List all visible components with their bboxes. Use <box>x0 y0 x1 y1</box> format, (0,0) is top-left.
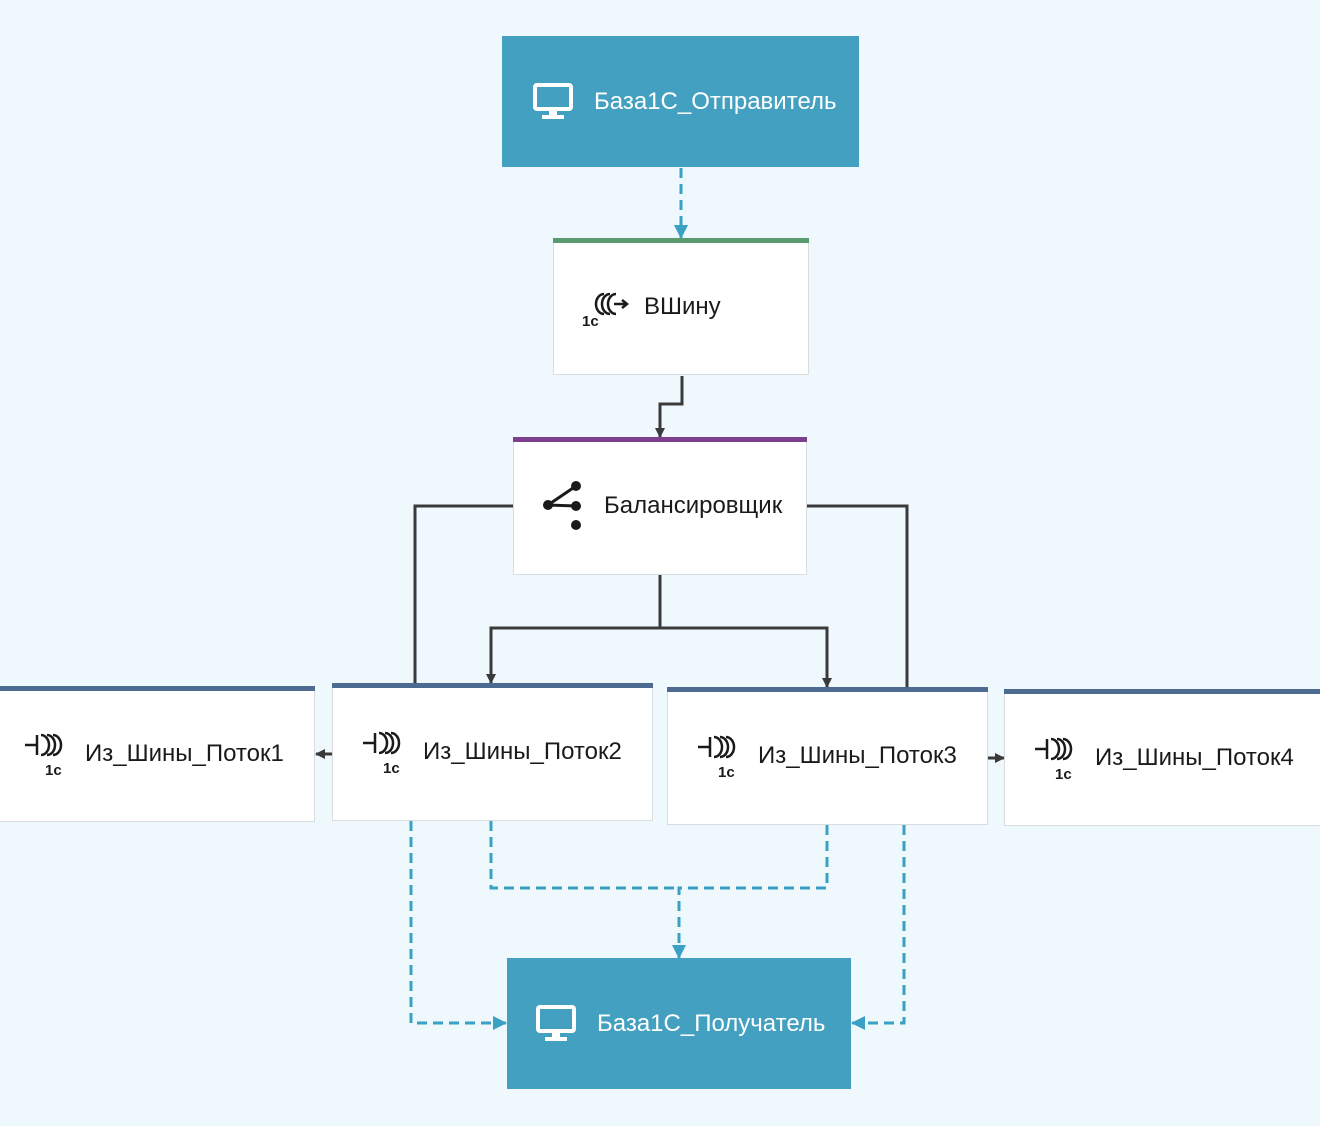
node-receiver[interactable]: База1С_Получатель <box>507 958 851 1089</box>
node-balancer[interactable]: Балансировщик <box>513 437 807 575</box>
node-label: Из_Шины_Поток1 <box>85 740 284 767</box>
edge-balancer-stream4 <box>807 504 909 688</box>
monitor-icon <box>535 1003 577 1045</box>
svg-text:1c: 1c <box>45 762 62 777</box>
node-label: База1С_Отправитель <box>594 87 837 115</box>
balancer-icon <box>542 477 588 535</box>
node-label: Из_Шины_Поток2 <box>423 738 622 765</box>
edge-balancer-stream2 <box>486 575 662 684</box>
svg-text:1c: 1c <box>383 760 400 775</box>
edge-stream3-receiver-right <box>851 825 906 1030</box>
svg-text:1c: 1c <box>582 313 599 330</box>
node-stream4[interactable]: 1c Из_Шины_Поток4 <box>1004 689 1320 826</box>
1c-bus-out-icon: 1c <box>580 284 632 330</box>
edge-stream2-receiver-merge <box>489 821 679 890</box>
edge-to-bus-balancer <box>655 376 684 438</box>
edge-stream2-receiver-left <box>409 821 507 1030</box>
edge-stream3-receiver-merge <box>672 825 829 959</box>
1c-bus-in-icon: 1c <box>23 731 71 779</box>
svg-text:1c: 1c <box>718 764 735 779</box>
node-label: Из_Шины_Поток4 <box>1095 743 1294 771</box>
node-stream2[interactable]: 1c Из_Шины_Поток2 <box>332 683 653 821</box>
node-sender[interactable]: База1С_Отправитель <box>502 36 859 167</box>
edge-balancer-stream1 <box>413 504 514 686</box>
node-label: ВШину <box>644 292 721 320</box>
node-stream3[interactable]: 1c Из_Шины_Поток3 <box>667 687 988 825</box>
node-label: База1С_Получатель <box>597 1009 826 1037</box>
svg-text:1c: 1c <box>1055 766 1072 781</box>
1c-bus-in-icon: 1c <box>1033 735 1081 783</box>
node-label: Балансировщик <box>604 492 783 519</box>
node-label: Из_Шины_Поток3 <box>758 742 957 769</box>
edge-balancer-stream3 <box>660 626 832 688</box>
1c-bus-in-icon: 1c <box>361 729 409 777</box>
node-to-bus[interactable]: 1c ВШину <box>553 238 809 375</box>
1c-bus-in-icon: 1c <box>696 733 744 781</box>
node-stream1[interactable]: 1c Из_Шины_Поток1 <box>0 686 315 822</box>
monitor-icon <box>532 81 574 123</box>
